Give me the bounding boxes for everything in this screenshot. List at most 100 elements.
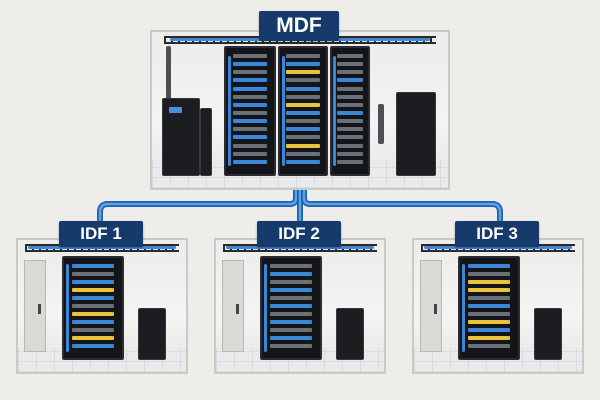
rack-unit [337, 151, 363, 156]
rack-unit [286, 127, 320, 132]
rack-unit [337, 143, 363, 148]
idf1-rack [62, 256, 124, 360]
rack-unit [72, 320, 114, 324]
rack-unit [232, 86, 268, 91]
idf1-door [24, 260, 46, 352]
rack-unit [270, 280, 312, 284]
rack-unit [286, 151, 320, 156]
mdf-conduit [166, 46, 171, 126]
rack-unit [72, 304, 114, 308]
rack-unit [270, 264, 312, 268]
mdf-ups-left-side [200, 108, 212, 176]
rack-unit [337, 94, 363, 99]
idf2-ups [336, 308, 364, 360]
rack-unit [232, 111, 268, 115]
mdf-ups-left [162, 98, 200, 176]
rack-unit [232, 54, 268, 58]
rack-unit [337, 119, 363, 124]
rack-unit [72, 312, 114, 316]
rack-unit [337, 127, 363, 132]
rack-unit [337, 102, 363, 107]
rack-side-cabling [264, 264, 268, 352]
rack-unit [286, 70, 320, 75]
rack-unit [72, 336, 114, 340]
rack-unit [468, 296, 510, 300]
rack-unit [337, 86, 363, 91]
rack-unit [337, 78, 363, 83]
rack-unit [270, 296, 312, 300]
rack-unit [468, 328, 510, 332]
rack-unit [72, 264, 114, 268]
rack-side-cabling [333, 55, 337, 167]
rack-unit [72, 328, 114, 332]
rack-unit [286, 135, 320, 140]
rack-unit [337, 135, 363, 140]
rack-unit [286, 78, 320, 83]
rack-unit [270, 336, 312, 340]
rack-unit [286, 94, 320, 99]
rack-side-cabling [66, 264, 70, 352]
rack-unit [286, 119, 320, 124]
rack-unit [232, 135, 268, 140]
mdf-rack-3 [330, 46, 370, 176]
rack-unit [72, 288, 114, 292]
mdf-ups-right [396, 92, 436, 176]
idf3-door [420, 260, 442, 352]
rack-unit [468, 312, 510, 316]
rack-unit [270, 312, 312, 316]
mdf-rack-1 [224, 46, 276, 176]
rack-unit [337, 111, 363, 115]
rack-unit [232, 143, 268, 148]
rack-unit [286, 62, 320, 67]
mdf-rack-2 [278, 46, 328, 176]
rack-unit [468, 272, 510, 276]
rack-unit [468, 304, 510, 308]
rack-unit [337, 70, 363, 75]
rack-unit [286, 54, 320, 58]
rack-unit [468, 320, 510, 324]
rack-unit [232, 94, 268, 99]
rack-side-cabling [281, 55, 285, 167]
idf1-ups [138, 308, 166, 360]
rack-unit [286, 111, 320, 115]
rack-unit [286, 143, 320, 148]
rack-unit [72, 272, 114, 276]
rack-unit [232, 119, 268, 124]
idf3-label: IDF 3 [455, 221, 539, 247]
idf2-room [214, 238, 386, 374]
rack-unit [468, 288, 510, 292]
rack-unit [72, 296, 114, 300]
rack-unit [72, 280, 114, 284]
idf2-rack [260, 256, 322, 360]
rack-unit [232, 159, 268, 164]
idf1-room [16, 238, 188, 374]
rack-unit [270, 320, 312, 324]
idf3-ups [534, 308, 562, 360]
rack-unit [468, 264, 510, 268]
idf2-door [222, 260, 244, 352]
mdf-label: MDF [259, 11, 339, 41]
rack-unit [270, 272, 312, 276]
rack-unit [232, 78, 268, 83]
rack-unit [468, 280, 510, 284]
rack-unit [337, 62, 363, 67]
rack-unit [337, 54, 363, 58]
idf3-rack [458, 256, 520, 360]
rack-unit [337, 159, 363, 164]
mdf-room [150, 30, 450, 190]
rack-unit [232, 102, 268, 107]
rack-unit [270, 304, 312, 308]
idf2-label: IDF 2 [257, 221, 341, 247]
rack-unit [270, 288, 312, 292]
rack-unit [72, 344, 114, 348]
rack-unit [468, 336, 510, 340]
rack-unit [232, 127, 268, 132]
rack-unit [232, 62, 268, 67]
idf1-label: IDF 1 [59, 221, 143, 247]
rack-unit [232, 70, 268, 75]
rack-side-cabling [227, 55, 231, 167]
idf3-room [412, 238, 584, 374]
rack-unit [270, 328, 312, 332]
rack-side-cabling [462, 264, 466, 352]
